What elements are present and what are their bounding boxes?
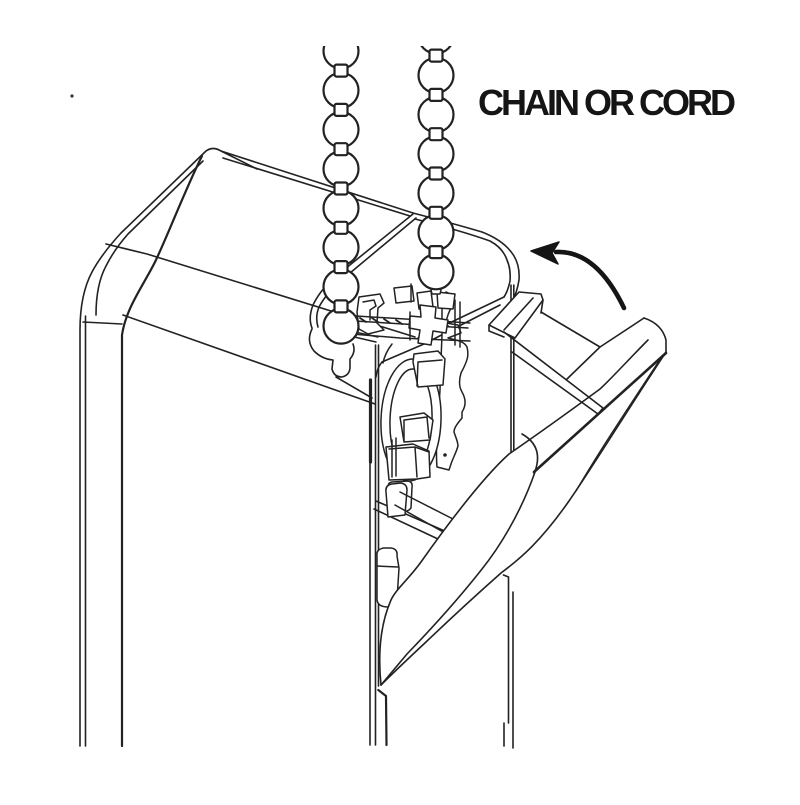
svg-text:CHAIN OR CORD: CHAIN OR CORD: [478, 82, 735, 123]
